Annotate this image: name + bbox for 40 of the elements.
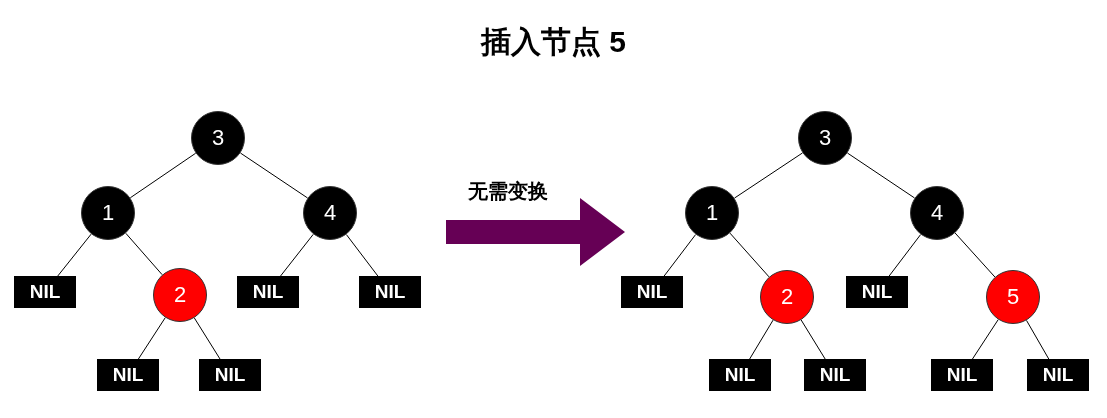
- nil-leaf: NIL: [1027, 359, 1089, 391]
- tree-edge: [971, 319, 999, 360]
- nil-leaf: NIL: [804, 359, 866, 391]
- tree-node: 5: [986, 270, 1040, 324]
- tree-edge: [57, 233, 92, 277]
- tree-edge: [729, 232, 770, 278]
- title: 插入节点 5: [479, 24, 627, 60]
- tree-node: 2: [153, 268, 207, 322]
- nil-leaf: NIL: [97, 359, 159, 391]
- tree-edge: [846, 152, 916, 199]
- nil-leaf: NIL: [237, 276, 299, 308]
- nil-leaf: NIL: [359, 276, 421, 308]
- tree-node: 1: [685, 186, 739, 240]
- tree-edge: [137, 317, 166, 360]
- tree-edge: [193, 317, 221, 360]
- nil-leaf: NIL: [931, 359, 993, 391]
- nil-leaf: NIL: [199, 359, 261, 391]
- tree-edge: [800, 319, 826, 360]
- nil-leaf: NIL: [846, 276, 908, 308]
- tree-node: 1: [81, 186, 135, 240]
- tree-edge: [129, 152, 197, 199]
- tree-node: 3: [798, 111, 852, 165]
- nil-leaf: NIL: [14, 276, 76, 308]
- tree-edge: [888, 234, 922, 277]
- tree-edge: [749, 319, 774, 360]
- tree-node: 3: [191, 111, 245, 165]
- tree-node: 2: [760, 270, 814, 324]
- tree-edge: [1026, 319, 1050, 360]
- tree-node: 4: [303, 186, 357, 240]
- tree-node: 4: [910, 186, 964, 240]
- tree-edge: [280, 233, 314, 277]
- tree-edge: [125, 232, 163, 276]
- tree-edge: [239, 152, 309, 199]
- nil-leaf: NIL: [621, 276, 683, 308]
- tree-edge: [954, 232, 996, 278]
- transition-label: 无需变换: [468, 179, 548, 204]
- tree-edge: [663, 234, 697, 277]
- tree-edge: [345, 234, 379, 277]
- nil-leaf: NIL: [709, 359, 771, 391]
- tree-edge: [734, 152, 803, 199]
